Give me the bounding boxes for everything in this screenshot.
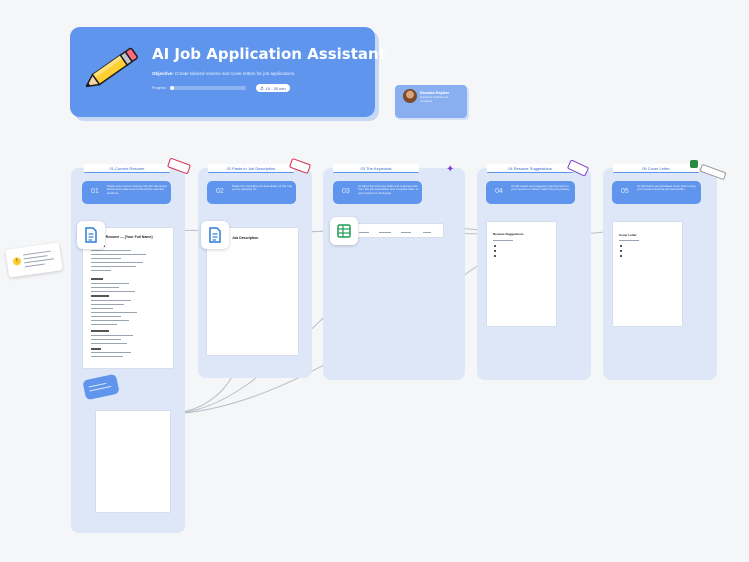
column-title: 02 Paste in Job Description — [208, 164, 294, 173]
step-card: 01 Paste your current resume into the do… — [82, 181, 171, 204]
step-card: 02 Paste the complete job description of… — [207, 181, 296, 204]
column-title: 01 Current Resume — [84, 164, 170, 173]
progress-label: Progress — [152, 86, 167, 90]
step-card: 03 AI will extract the key skills and re… — [333, 181, 422, 204]
clock-icon: ⏱ — [260, 85, 264, 91]
keywords-spreadsheet[interactable] — [353, 224, 443, 237]
resume-suggestions-document[interactable]: Resume Suggestions — [487, 222, 556, 326]
column-title: 05 Cover Letter — [613, 164, 699, 173]
blank-document[interactable] — [96, 411, 170, 512]
profile-name: Rosana Raybar — [420, 90, 450, 95]
sparkle-icon: ✦ — [446, 164, 455, 175]
step-card: 04 AI will rewrite and suggest improveme… — [486, 181, 575, 204]
sticker-icon — [690, 160, 698, 168]
time-badge: ⏱10 - 30 min — [256, 84, 290, 92]
pencil-icon — [86, 47, 138, 88]
document-icon[interactable] — [201, 221, 229, 249]
warning-icon: ! — [12, 256, 22, 266]
job-description-document[interactable]: Job Description — [207, 228, 298, 355]
cover-letter-document[interactable]: Cover Letter — [613, 222, 682, 326]
page-title: AI Job Application Assistant — [152, 45, 386, 63]
progress-fill — [170, 86, 174, 90]
resume-suggestions-heading: Resume Suggestions — [493, 232, 524, 236]
document-icon[interactable] — [77, 221, 105, 249]
avatar — [403, 89, 417, 103]
objective-text: Objective: Create tailored resume and co… — [152, 71, 296, 76]
progress-bar — [170, 86, 246, 90]
resume-document[interactable]: Your Resume — [Your Full Name] — [83, 228, 173, 368]
cover-letter-heading: Cover Letter — [619, 233, 637, 237]
job-description-heading: Job Description — [232, 236, 259, 240]
spreadsheet-icon[interactable] — [330, 217, 358, 245]
header-card — [70, 27, 375, 117]
column-title: 03 The Keywords — [333, 164, 419, 173]
step-card: 05 AI will draft a personalised cover le… — [612, 181, 701, 204]
resume-heading: Your Resume — [Your Full Name] — [97, 235, 153, 239]
column-title: 04 Resume Suggestions — [487, 164, 573, 173]
